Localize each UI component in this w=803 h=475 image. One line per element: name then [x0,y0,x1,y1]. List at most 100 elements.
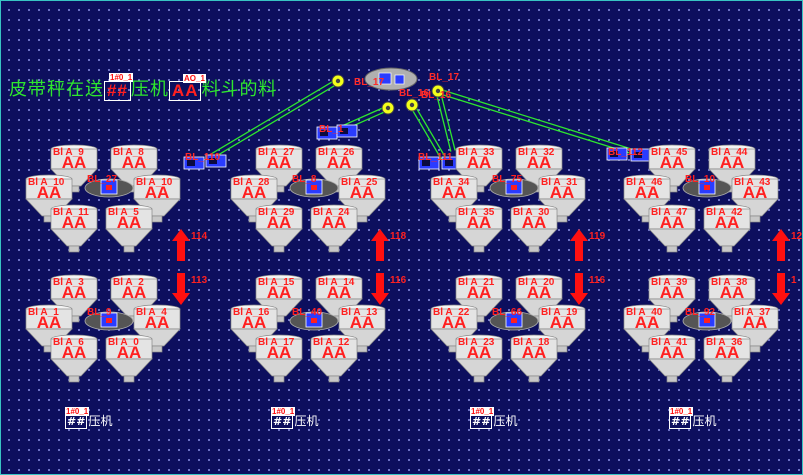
hopper-tag: Bl A_1 [28,307,59,318]
feeder-box-1[interactable] [205,154,227,168]
belt-to-unit-3b [435,90,456,152]
mixer-label: BL_66 [492,307,522,318]
title-chip-2: AO_1 [183,74,206,83]
hopper-tag: Bl A_18 [513,337,550,348]
svg-text:AA: AA [62,213,87,232]
svg-text:AA: AA [442,313,467,332]
unit-1-caption: ##压机 [65,412,112,429]
feeder-box-3[interactable] [418,156,440,170]
hopper-tag: Bl A_11 [53,207,89,218]
svg-text:AA: AA [322,343,347,362]
caption-text: 压机 [692,414,717,428]
svg-text:AA: AA [715,213,740,232]
caption-text: 压机 [493,414,518,428]
hopper-tag: Bl A_15 [258,277,295,288]
feeder-box-1b[interactable] [183,156,205,170]
title-code-2: AA [168,81,202,101]
svg-text:AA: AA [527,283,552,302]
svg-text:AA: AA [635,313,660,332]
svg-text:AA: AA [522,343,547,362]
feeder-box-2b[interactable] [336,124,358,138]
title-prefix: 皮带秤在送 [9,79,104,100]
unit-3-lower-mixer[interactable]: BL_66 [489,307,539,331]
svg-text:AA: AA [122,153,147,172]
feeder-box-4[interactable] [606,147,628,161]
feeder-label-d: BL_112 [608,147,644,158]
hopper-tag: Bl A_31 [541,177,578,188]
caption-code: ## [669,415,692,429]
svg-text:AA: AA [660,283,685,302]
svg-text:AA: AA [267,283,292,302]
svg-text:AA: AA [37,183,62,202]
hopper-tag: Bl A_19 [541,307,578,318]
belt-to-unit-3 [409,103,448,163]
unit-1-upper-mixer[interactable]: BL_27 [84,174,134,198]
unit-1-lower-mixer[interactable]: BL_9 [84,307,134,331]
hopper-tag: Bl A_26 [318,147,355,158]
unit-3-caption: ##压机 [470,412,517,429]
hopper-tag: Bl A_38 [711,277,748,288]
hopper-tag: Bl A_10 [28,177,65,188]
hopper-tag: Bl A_9 [53,147,84,158]
unit-4-upper-mixer[interactable]: BL_10 [682,174,732,198]
hopper-tag: Bl A_5 [108,207,139,218]
unit-2-lower-mixer[interactable]: BL_40 [289,307,339,331]
svg-text:AA: AA [122,283,147,302]
svg-text:AA: AA [327,283,352,302]
unit-2-upper-mixer[interactable]: BL_8 [289,174,339,198]
caption-text: 压机 [294,414,319,428]
title-suffix: 料斗的料 [201,79,278,100]
mixer-label: BL_75 [492,174,522,185]
unit-4-lower-mixer[interactable]: BL_92 [682,307,732,331]
svg-text:AA: AA [327,153,352,172]
unit-2-lift-down-arrow: 116 [371,273,407,305]
central-label-2: BL_16 [399,88,430,99]
unit-4-chip: 1#0_1 [669,407,694,416]
caption-text: 压机 [88,414,113,428]
central-splitter[interactable] [331,67,445,115]
svg-text:12: 12 [791,231,802,242]
unit-3-upper-mixer[interactable]: BL_75 [489,174,539,198]
svg-text:AA: AA [660,343,685,362]
hopper-tag: Bl A_25 [341,177,378,188]
